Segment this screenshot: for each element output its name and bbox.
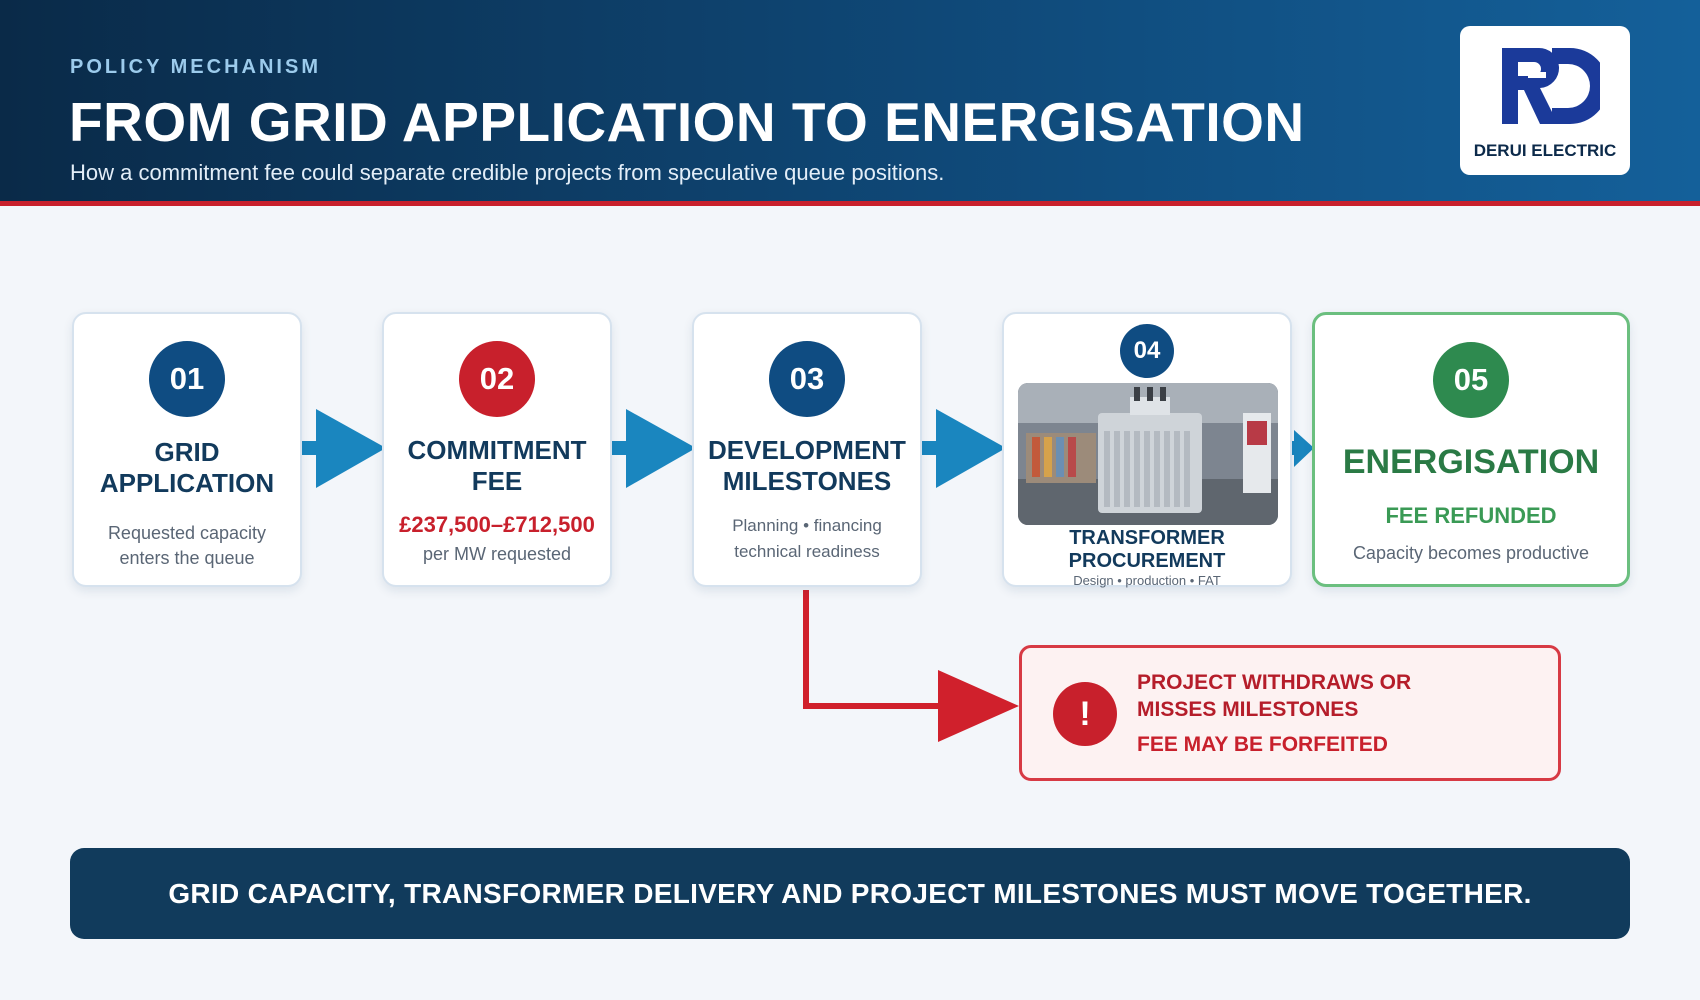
step-description: Planning • financing technical readiness — [694, 513, 920, 565]
logo-text: DERUI ELECTRIC — [1473, 141, 1617, 160]
eyebrow-label: POLICY MECHANISM — [70, 56, 321, 78]
step-title: DEVELOPMENT MILESTONES — [694, 435, 920, 497]
arrow-right-icon-2 — [612, 409, 696, 488]
step-number-badge: 01 — [149, 341, 225, 417]
step-description: Requested capacity enters the queue — [74, 521, 300, 571]
arrow-right-icon-3 — [922, 409, 1006, 488]
step-description: Design • production • FAT — [1073, 573, 1221, 588]
step-card-grid-application: 01 GRID APPLICATION Requested capacity e… — [72, 312, 302, 587]
step-card-energisation: 05 ENERGISATION FEE REFUNDED Capacity be… — [1312, 312, 1630, 587]
step-title-line: GRID — [154, 437, 220, 467]
step-title: TRANSFORMER PROCUREMENT — [1004, 527, 1290, 573]
step-description: Capacity becomes productive — [1352, 543, 1590, 563]
page-title: FROM GRID APPLICATION TO ENERGISATION — [69, 91, 1305, 153]
step-card-development-milestones: 03 DEVELOPMENT MILESTONES Planning • fin… — [692, 312, 922, 587]
step-title-line: COMMITMENT — [407, 435, 587, 465]
step-desc-line: Requested capacity — [107, 523, 267, 543]
fee-range: £237,500–£712,500 — [399, 512, 595, 537]
step-card-commitment-fee: 02 COMMITMENT FEE £237,500–£712,500 per … — [382, 312, 612, 587]
step-number-badge: 02 — [459, 341, 535, 417]
arrow-right-icon-1 — [300, 409, 386, 488]
step-title-line: MILESTONES — [722, 466, 892, 496]
step-title: COMMITMENT FEE — [384, 435, 610, 497]
step-title-line: TRANSFORMER — [1069, 527, 1225, 549]
step-description: per MW requested — [422, 544, 572, 564]
step-card-transformer-procurement: 04 — [1002, 312, 1292, 588]
warning-subtitle: FEE MAY BE FORFEITED — [1137, 733, 1388, 756]
bottom-message-banner: GRID CAPACITY, TRANSFORMER DELIVERY AND … — [70, 848, 1630, 939]
warning-title-line: MISSES MILESTONES — [1137, 698, 1359, 721]
warning-title: PROJECT WITHDRAWS OR MISSES MILESTONES — [1137, 669, 1411, 723]
step-desc-line: technical readiness — [734, 542, 880, 561]
step-number-badge: 05 — [1433, 342, 1509, 418]
step-title: GRID APPLICATION — [74, 437, 300, 499]
exclamation-icon: ! — [1053, 682, 1117, 746]
warning-title-line: PROJECT WITHDRAWS OR — [1137, 671, 1412, 694]
withdraw-branch-arrow — [803, 590, 1019, 742]
company-logo: DERUI ELECTRIC — [1460, 26, 1630, 175]
step-desc-line: Planning • financing — [732, 516, 882, 535]
logo-rd-mark-icon — [1502, 47, 1600, 124]
fee-refunded-status: FEE REFUNDED — [1385, 503, 1557, 528]
energisation-title: ENERGISATION — [1342, 443, 1600, 481]
step-desc-line: enters the queue — [119, 548, 255, 568]
header-banner: POLICY MECHANISM FROM GRID APPLICATION T… — [0, 0, 1700, 206]
withdrawal-warning-box: ! PROJECT WITHDRAWS OR MISSES MILESTONES… — [1019, 645, 1561, 781]
transformer-illustration — [1018, 383, 1278, 525]
page-subtitle: How a commitment fee could separate cred… — [70, 160, 945, 185]
transformer-photo — [1018, 383, 1278, 525]
step-number-badge: 04 — [1120, 324, 1174, 378]
step-title-line: FEE — [471, 466, 523, 496]
step-title-line: DEVELOPMENT — [708, 435, 906, 465]
step-title-line: APPLICATION — [99, 468, 275, 498]
arrow-right-icon-4 — [1292, 430, 1314, 467]
step-number-badge: 03 — [769, 341, 845, 417]
step-title-line: PROCUREMENT — [1068, 550, 1226, 572]
